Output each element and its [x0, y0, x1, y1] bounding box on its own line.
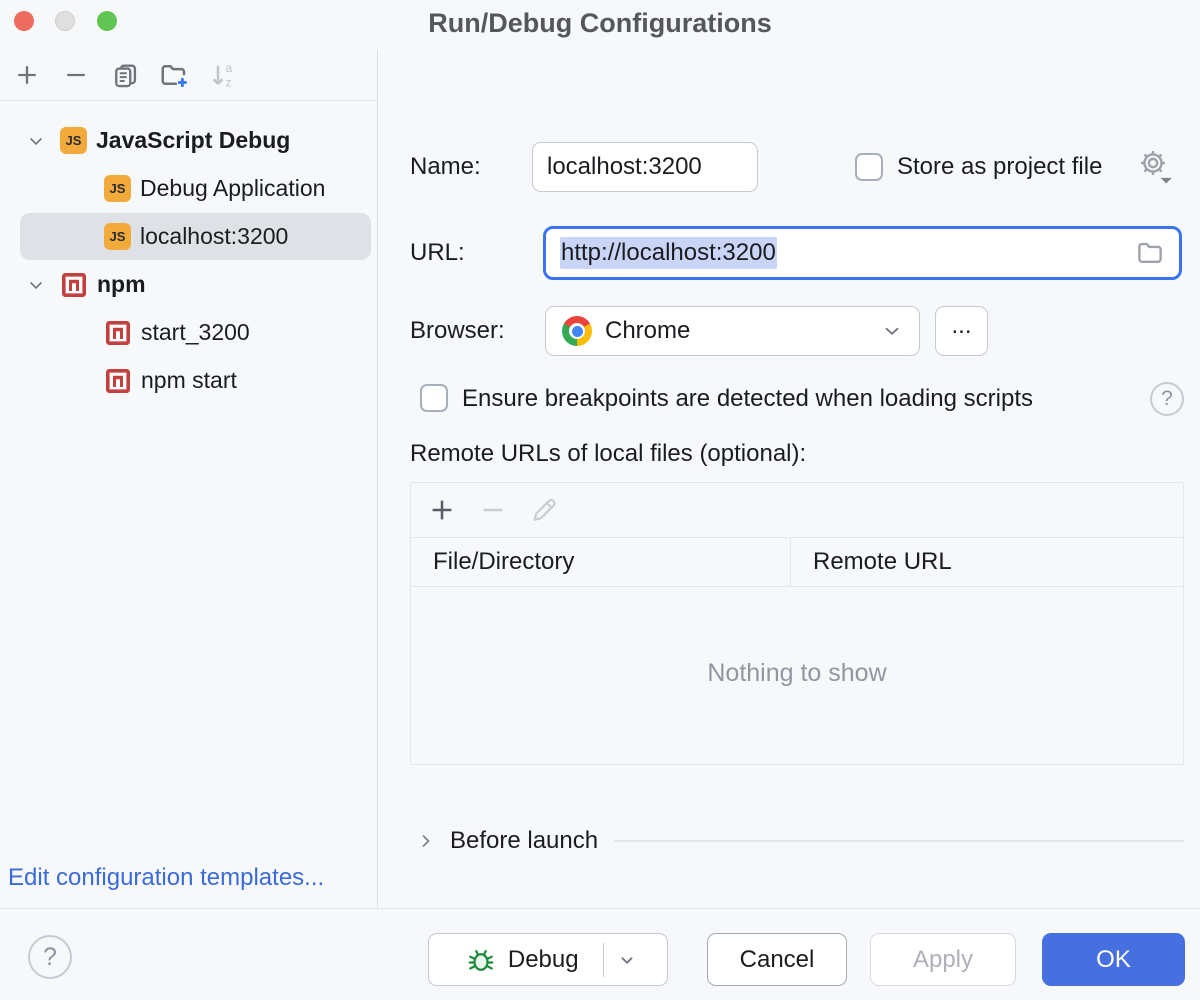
javascript-icon: JS: [60, 127, 87, 154]
npm-icon: [61, 272, 86, 297]
tree-item-label: npm: [97, 271, 146, 297]
dialog-footer: ? Debug Cancel Apply OK: [0, 908, 1200, 1000]
tree-item-localhost-3200[interactable]: JS localhost:3200: [20, 213, 371, 260]
window-title: Run/Debug Configurations: [428, 8, 772, 38]
ensure-breakpoints-checkbox[interactable]: [420, 384, 448, 412]
store-as-project-file-label: Store as project file: [897, 153, 1103, 180]
browser-select-value: Chrome: [605, 317, 691, 344]
dialog-help-button[interactable]: ?: [28, 935, 72, 979]
sort-az-icon: a z: [212, 61, 233, 89]
close-window-button[interactable]: [14, 11, 34, 31]
column-header-remote-url: Remote URL: [813, 548, 952, 575]
title-bar: Run/Debug Configurations: [0, 0, 1200, 50]
url-input-value: http://localhost:3200: [560, 237, 777, 269]
configurations-tree: JS JavaScript Debug JS Debug Application…: [0, 101, 377, 404]
tree-item-javascript-debug[interactable]: JS JavaScript Debug: [20, 117, 371, 164]
tree-item-label: localhost:3200: [140, 223, 289, 249]
edit-configuration-templates-link[interactable]: Edit configuration templates...: [8, 864, 325, 891]
tree-item-label: Debug Application: [140, 175, 326, 201]
remote-urls-table: File/Directory Remote URL Nothing to sho…: [410, 482, 1184, 765]
cancel-button[interactable]: Cancel: [707, 933, 847, 986]
before-launch-label: Before launch: [450, 827, 599, 854]
tree-item-label: start_3200: [141, 319, 250, 345]
table-header: File/Directory Remote URL: [411, 538, 1183, 587]
zoom-window-button[interactable]: [97, 11, 117, 31]
ok-button[interactable]: OK: [1042, 933, 1185, 986]
tree-item-label: npm start: [141, 367, 237, 393]
add-configuration-button[interactable]: [12, 60, 42, 90]
sidebar-toolbar: a z: [0, 50, 377, 101]
tree-item-npm-start[interactable]: npm start: [20, 357, 371, 404]
chrome-icon: [562, 316, 592, 346]
tree-item-label: JavaScript Debug: [96, 127, 291, 153]
url-input[interactable]: http://localhost:3200: [543, 226, 1182, 280]
table-remove-button[interactable]: [478, 495, 508, 525]
configuration-form: Name: localhost:3200 Store as project fi…: [379, 50, 1200, 908]
npm-icon: [105, 368, 130, 393]
tree-item-start-3200[interactable]: start_3200: [20, 309, 371, 356]
svg-text:a: a: [226, 61, 233, 75]
section-divider-line: [614, 840, 1184, 842]
javascript-icon: JS: [104, 175, 131, 202]
minimize-window-button[interactable]: [55, 11, 75, 31]
browser-more-button[interactable]: ...: [935, 306, 988, 356]
browser-select[interactable]: Chrome: [545, 306, 920, 356]
new-folder-button[interactable]: [159, 60, 189, 90]
table-toolbar: [411, 483, 1183, 538]
javascript-icon: JS: [104, 223, 131, 250]
sort-configurations-button[interactable]: a z: [208, 60, 238, 90]
url-label: URL:: [410, 239, 465, 266]
bug-icon: [468, 949, 494, 971]
tree-item-debug-application[interactable]: JS Debug Application: [20, 165, 371, 212]
table-edit-button[interactable]: [529, 495, 559, 525]
tree-item-npm[interactable]: npm: [20, 261, 371, 308]
debug-button-label: Debug: [507, 945, 579, 973]
store-options-button[interactable]: [1137, 147, 1178, 185]
copy-configuration-button[interactable]: [110, 60, 140, 90]
name-label: Name:: [410, 153, 481, 180]
name-input[interactable]: localhost:3200: [532, 142, 758, 192]
chevron-right-icon[interactable]: [416, 831, 436, 851]
question-mark-icon: ?: [1161, 387, 1173, 410]
chevron-down-icon[interactable]: [26, 275, 46, 295]
table-add-button[interactable]: [427, 495, 457, 525]
new-folder-icon: [161, 65, 187, 87]
remove-configuration-button[interactable]: [61, 60, 91, 90]
breakpoints-help-button[interactable]: ?: [1150, 382, 1184, 416]
question-mark-icon: ?: [43, 942, 57, 971]
browse-folder-icon[interactable]: [1135, 238, 1165, 268]
ensure-breakpoints-label: Ensure breakpoints are detected when loa…: [462, 385, 1034, 412]
svg-text:z: z: [226, 75, 232, 89]
browser-label: Browser:: [410, 317, 505, 344]
minus-icon: [67, 73, 85, 77]
plus-icon: [18, 66, 36, 84]
npm-icon: [105, 320, 130, 345]
table-empty-text: Nothing to show: [707, 659, 887, 687]
before-launch-section[interactable]: Before launch: [410, 823, 1184, 859]
chevron-down-icon[interactable]: [616, 949, 638, 971]
apply-button[interactable]: Apply: [870, 933, 1016, 986]
store-as-project-file-checkbox[interactable]: [855, 153, 883, 181]
name-input-value: localhost:3200: [547, 153, 702, 180]
configurations-sidebar: a z JS JavaScript Debug JS Debug Applica…: [0, 50, 378, 908]
debug-split-button[interactable]: Debug: [428, 933, 668, 986]
copy-icon: [115, 64, 137, 88]
column-header-file-directory: File/Directory: [411, 538, 791, 586]
split-divider: [602, 942, 605, 977]
chevron-down-icon: [885, 327, 899, 335]
chevron-down-icon[interactable]: [26, 131, 46, 151]
gear-icon: [1141, 151, 1165, 175]
remote-urls-label: Remote URLs of local files (optional):: [410, 440, 807, 467]
